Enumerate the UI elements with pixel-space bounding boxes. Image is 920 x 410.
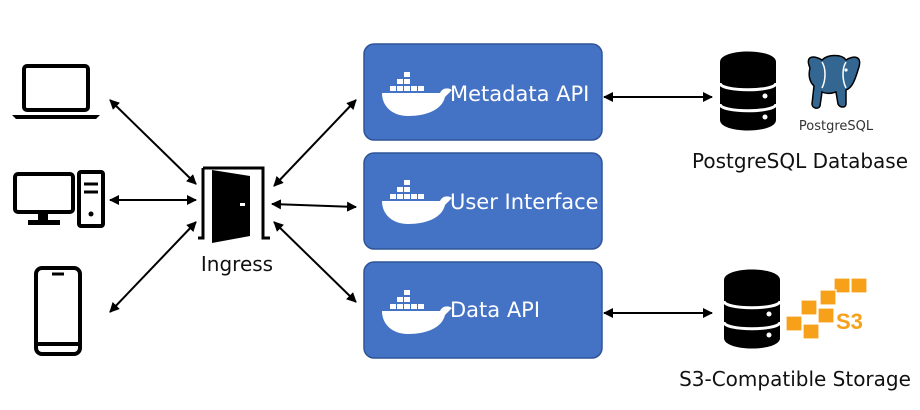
postgres-caption: PostgreSQL Database <box>692 149 908 173</box>
door-icon <box>198 166 270 243</box>
postgresql-logo-text: PostgreSQL <box>799 119 874 134</box>
arrow-ingress-data <box>273 221 357 303</box>
client-arrows <box>109 99 197 313</box>
database-icon <box>722 269 782 349</box>
laptop-icon <box>12 64 100 119</box>
storage-arrows <box>603 92 713 318</box>
service-arrows <box>271 99 357 303</box>
service-label: Data API <box>450 298 540 322</box>
s3-logo-icon: S3 <box>785 277 868 340</box>
ingress-label: Ingress <box>201 252 273 276</box>
service-label: Metadata API <box>450 82 589 106</box>
arrow-ingress-metadata <box>273 99 357 187</box>
s3-logo-text: S3 <box>836 309 863 334</box>
arrow-phone-ingress <box>109 221 197 313</box>
database-icon <box>718 51 778 131</box>
desktop-icon <box>13 170 105 228</box>
arrow-ingress-ui <box>271 199 357 212</box>
s3-caption: S3-Compatible Storage <box>679 367 911 391</box>
service-user-interface: User Interface <box>363 152 603 250</box>
postgresql-logo-icon: PostgreSQL <box>799 54 874 134</box>
service-metadata-api: Metadata API <box>363 43 603 141</box>
arrow-laptop-ingress <box>109 99 197 185</box>
service-label: User Interface <box>450 190 599 214</box>
service-data-api: Data API <box>363 261 603 359</box>
phone-icon <box>34 266 82 356</box>
